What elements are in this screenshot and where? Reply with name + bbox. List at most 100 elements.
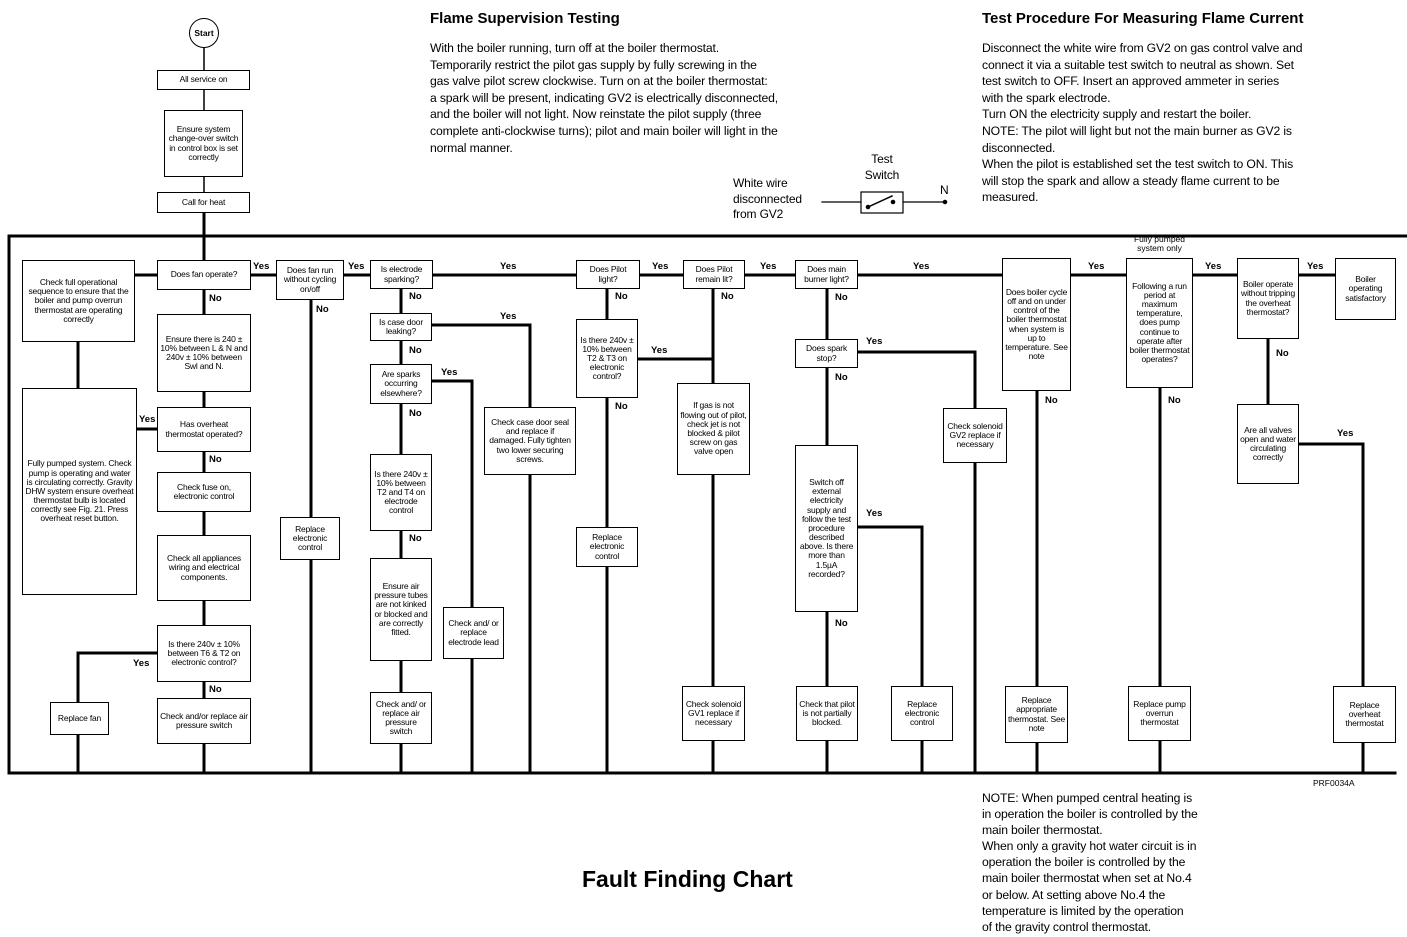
yes-label: Yes — [500, 261, 517, 272]
yes-label: Yes — [1205, 261, 1222, 272]
no-label: No — [1276, 348, 1289, 359]
ensure-air-tubes-box: Ensure air pressure tubes are not kinked… — [370, 558, 432, 661]
text-line: Turn ON the electricity supply and resta… — [982, 107, 1252, 122]
no-label: No — [409, 291, 422, 302]
text-line: temperature is limited by the operation — [982, 903, 1184, 918]
test-procedure-title: Test Procedure For Measuring Flame Curre… — [982, 10, 1304, 27]
voltage-t6-t2-decision: Is there 240v ± 10% between T6 & T2 on e… — [157, 625, 251, 682]
yes-label: Yes — [913, 261, 930, 272]
ensure-switch-box: Ensure system change-over switch in cont… — [164, 110, 243, 177]
pilot-remain-lit-decision: Does Pilot remain lit? — [683, 260, 745, 289]
voltage-t2-t3-decision: Is there 240v ± 10% between T2 & T3 on e… — [576, 319, 638, 398]
yes-label: Yes — [652, 261, 669, 272]
no-label: No — [409, 345, 422, 356]
fan-operate-decision: Does fan operate? — [157, 260, 251, 290]
text-line: operation the boiler is controlled by th… — [982, 855, 1186, 870]
yes-label: Yes — [1307, 261, 1324, 272]
yes-label: Yes — [866, 336, 883, 347]
check-air-switch-box: Check and/or replace air pressure switch — [157, 698, 251, 744]
text-line: When the pilot is established set the te… — [982, 157, 1294, 172]
start-node: Start — [189, 18, 219, 48]
chart-title: Fault Finding Chart — [582, 866, 793, 892]
all-service-on-box: All service on — [157, 70, 250, 90]
replace-electronic-control-box-1: Replace electronic control — [280, 517, 340, 560]
no-label: No — [1168, 395, 1181, 406]
yes-label: Yes — [500, 311, 517, 322]
text-line: of the gravity control thermostat. — [982, 919, 1151, 934]
neutral-label: N — [940, 183, 949, 197]
check-gv1-box: Check solenoid GV1 replace if necessary — [682, 686, 745, 741]
text-line: White wire — [733, 176, 788, 190]
text-line: With the boiler running, turn off at the… — [430, 41, 719, 55]
check-fuse-box: Check fuse on, electronic control — [157, 472, 251, 512]
text-line: Temporarily restrict the pilot gas suppl… — [430, 57, 757, 72]
yes-label: Yes — [348, 261, 365, 272]
no-label: No — [409, 408, 422, 419]
valves-open-decision: Are all valves open and water circulatin… — [1237, 404, 1299, 484]
no-label: No — [209, 454, 222, 465]
text-line: with the spark electrode. — [982, 90, 1111, 105]
text-line: or below. At setting above No.4 the — [982, 887, 1166, 902]
check-pilot-blocked-box: Check that pilot is not partially blocke… — [796, 686, 858, 741]
text-line: and the boiler will not light. Now reins… — [430, 107, 762, 122]
text-line: When only a gravity hot water circuit is… — [982, 839, 1197, 854]
text-line: in operation the boiler is controlled by… — [982, 807, 1198, 822]
yes-label: Yes — [866, 508, 883, 519]
no-label: No — [835, 372, 848, 383]
text-line: Test — [871, 152, 893, 166]
no-label: No — [316, 304, 329, 315]
text-line: complete anti-clockwise turns); pilot an… — [430, 123, 778, 138]
check-electrode-lead-box: Check and/ or replace electrode lead — [443, 607, 504, 659]
no-label: No — [615, 401, 628, 412]
text-line: connect it via a suitable test switch to… — [982, 57, 1294, 72]
pump-continue-decision: Following a run period at maximum temper… — [1126, 258, 1193, 388]
overheat-operated-decision: Has overheat thermostat operated? — [157, 407, 251, 452]
white-wire-label: White wire disconnected from GV2 — [733, 176, 802, 223]
text-line: test switch to OFF. Insert an approved a… — [982, 74, 1280, 89]
pilot-light-decision: Does Pilot light? — [576, 260, 640, 289]
text-line: measured. — [982, 190, 1039, 205]
check-appliances-box: Check all appliances wiring and electric… — [157, 535, 251, 601]
text-line: main boiler thermostat. — [982, 823, 1103, 838]
replace-pump-thermostat-box: Replace pump overrun thermostat — [1128, 686, 1191, 741]
yes-label: Yes — [139, 414, 156, 425]
text-line: from GV2 — [733, 207, 784, 222]
no-label: No — [721, 291, 734, 302]
boiler-tripping-decision: Boiler operate without tripping the over… — [1237, 258, 1299, 339]
switch-off-supply-decision: Switch off external electricity supply a… — [795, 445, 858, 612]
test-procedure-text: Disconnect the white wire from GV2 on ga… — [982, 40, 1303, 206]
flame-supervision-text: With the boiler running, turn off at the… — [430, 40, 778, 156]
text-line: Disconnect the white wire from GV2 on ga… — [982, 41, 1303, 55]
case-door-leaking-decision: Is case door leaking? — [370, 313, 432, 341]
text-line: will stop the spark and allow a steady f… — [982, 173, 1280, 188]
no-label: No — [835, 618, 848, 629]
gas-not-flowing-box: If gas is not flowing out of pilot, chec… — [677, 383, 750, 475]
flame-supervision-title: Flame Supervision Testing — [430, 10, 620, 27]
text-line: normal manner. — [430, 140, 513, 155]
fan-run-cycling-decision: Does fan run without cycling on/off — [276, 260, 344, 300]
spark-stop-decision: Does spark stop? — [795, 339, 858, 368]
check-air-switch-box-2: Check and/ or replace air pressure switc… — [370, 692, 432, 744]
no-label: No — [1045, 395, 1058, 406]
cycle-off-decision: Does boiler cycle off and on under contr… — [1002, 258, 1071, 391]
yes-label: Yes — [133, 658, 150, 669]
boiler-satisfactory-box: Boiler operating satisfactory — [1335, 258, 1396, 320]
no-label: No — [835, 292, 848, 303]
no-label: No — [209, 684, 222, 695]
yes-label: Yes — [441, 367, 458, 378]
yes-label: Yes — [760, 261, 777, 272]
replace-electronic-control-box-2: Replace electronic control — [576, 527, 638, 567]
no-label: No — [209, 293, 222, 304]
ensure-240v-box: Ensure there is 240 ± 10% between L & N … — [157, 314, 251, 392]
text-line: Switch — [864, 167, 900, 182]
check-gv2-box: Check solenoid GV2 replace if necessary — [943, 408, 1007, 463]
check-full-sequence-box: Check full operational sequence to ensur… — [22, 260, 135, 342]
call-for-heat-box: Call for heat — [157, 192, 250, 213]
main-burner-light-decision: Does main burner light? — [795, 260, 858, 289]
text-line: main boiler thermostat when set at No.4 — [982, 871, 1192, 886]
test-switch-label: Test Switch — [860, 152, 904, 183]
text-line: gas valve pilot screw clockwise. Turn on… — [430, 74, 768, 89]
text-line: NOTE: The pilot will light but not the m… — [982, 123, 1292, 138]
reference-code: PRF0034A — [1313, 778, 1355, 788]
text-line: NOTE: When pumped central heating is — [982, 791, 1193, 805]
